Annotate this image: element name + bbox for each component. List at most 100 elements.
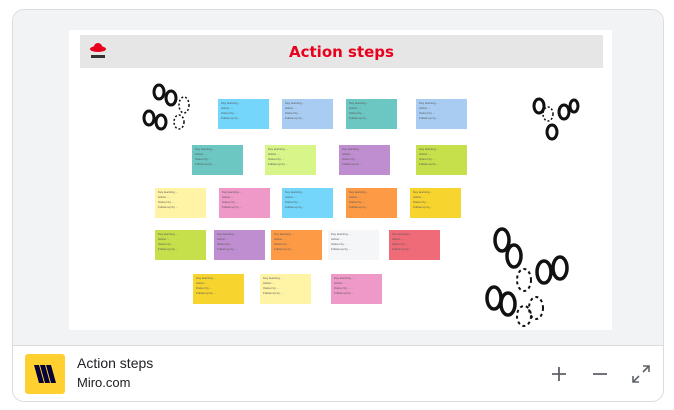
sticky-note: Key learning ...Action ...Owner by ...Fo… bbox=[410, 188, 461, 218]
sticky-note-line: Action ... bbox=[217, 237, 229, 241]
sticky-note-line: Follow up by ... bbox=[349, 116, 370, 120]
sticky-note: Key learning ...Action ...Owner by ...Fo… bbox=[155, 230, 206, 260]
sticky-note: Key learning ...Action ...Owner by ...Fo… bbox=[346, 99, 397, 129]
sticky-note: Key learning ...Action ...Owner by ...Fo… bbox=[416, 99, 467, 129]
plus-icon bbox=[552, 367, 566, 381]
sticky-note-line: Owner by ... bbox=[419, 111, 436, 115]
zoom-out-button[interactable] bbox=[586, 360, 614, 388]
sticky-note-line: Action ... bbox=[222, 195, 234, 199]
fullscreen-button[interactable] bbox=[627, 360, 655, 388]
sticky-note-line: Follow up by ... bbox=[196, 291, 217, 295]
sticky-note-line: Owner by ... bbox=[342, 157, 359, 161]
sticky-note-line: Key learning ... bbox=[419, 101, 440, 105]
sticky-note-line: Action ... bbox=[331, 237, 343, 241]
sticky-note-line: Action ... bbox=[392, 237, 404, 241]
footprints-icon bbox=[532, 97, 580, 141]
sticky-note-line: Key learning ... bbox=[274, 232, 295, 236]
sticky-note-line: Action ... bbox=[334, 281, 346, 285]
board-canvas: Action steps bbox=[69, 30, 612, 330]
sticky-note-line: Follow up by ... bbox=[419, 162, 440, 166]
sticky-note-line: Owner by ... bbox=[221, 111, 238, 115]
sticky-note-line: Key learning ... bbox=[221, 101, 242, 105]
sticky-note: Key learning ...Action ...Owner by ...Fo… bbox=[282, 188, 333, 218]
sticky-note-line: Action ... bbox=[158, 237, 170, 241]
sticky-note: Key learning ...Action ...Owner by ...Fo… bbox=[282, 99, 333, 129]
sticky-note-line: Follow up by ... bbox=[274, 247, 295, 251]
sticky-note-line: Owner by ... bbox=[285, 111, 302, 115]
board-banner: Action steps bbox=[80, 35, 603, 68]
sticky-note-line: Follow up by ... bbox=[195, 162, 216, 166]
sticky-note-line: Owner by ... bbox=[263, 286, 280, 290]
sticky-note-line: Follow up by ... bbox=[217, 247, 238, 251]
embed-footer: Action steps Miro.com bbox=[13, 345, 663, 401]
sticky-note-line: Owner by ... bbox=[413, 200, 430, 204]
sticky-note-line: Action ... bbox=[342, 152, 354, 156]
sticky-note-line: Action ... bbox=[349, 195, 361, 199]
sticky-note-line: Owner by ... bbox=[158, 200, 175, 204]
sticky-note-line: Follow up by ... bbox=[334, 291, 355, 295]
sticky-note-line: Follow up by ... bbox=[285, 205, 306, 209]
sticky-note-line: Key learning ... bbox=[285, 190, 306, 194]
sticky-note-line: Owner by ... bbox=[268, 157, 285, 161]
sticky-note-line: Follow up by ... bbox=[222, 205, 243, 209]
sticky-note-line: Key learning ... bbox=[268, 147, 289, 151]
redhat-logo bbox=[90, 43, 106, 58]
sticky-note-line: Owner by ... bbox=[285, 200, 302, 204]
sticky-note: Key learning ...Action ...Owner by ...Fo… bbox=[260, 274, 311, 304]
sticky-note-line: Key learning ... bbox=[392, 232, 413, 236]
sticky-note-line: Action ... bbox=[413, 195, 425, 199]
board-preview[interactable]: Action steps bbox=[13, 10, 663, 348]
sticky-note: Key learning ...Action ...Owner by ...Fo… bbox=[192, 145, 243, 175]
sticky-note: Key learning ...Action ...Owner by ...Fo… bbox=[155, 188, 206, 218]
sticky-note-line: Action ... bbox=[268, 152, 280, 156]
sticky-note-line: Action ... bbox=[285, 106, 297, 110]
sticky-note: Key learning ...Action ...Owner by ...Fo… bbox=[339, 145, 390, 175]
sticky-note-line: Follow up by ... bbox=[285, 116, 306, 120]
sticky-note-line: Key learning ... bbox=[158, 232, 179, 236]
zoom-in-button[interactable] bbox=[545, 360, 573, 388]
sticky-note-line: Owner by ... bbox=[331, 242, 348, 246]
sticky-note: Key learning ...Action ...Owner by ...Fo… bbox=[346, 188, 397, 218]
sticky-note-line: Action ... bbox=[274, 237, 286, 241]
sticky-note-line: Action ... bbox=[285, 195, 297, 199]
sticky-note-line: Owner by ... bbox=[349, 200, 366, 204]
minus-icon bbox=[593, 373, 607, 375]
sticky-note-line: Key learning ... bbox=[331, 232, 352, 236]
sticky-note-line: Action ... bbox=[196, 281, 208, 285]
sticky-note-line: Key learning ... bbox=[334, 276, 355, 280]
sticky-note: Key learning ...Action ...Owner by ...Fo… bbox=[328, 230, 379, 260]
sticky-note-line: Follow up by ... bbox=[392, 247, 413, 251]
sticky-note-line: Action ... bbox=[195, 152, 207, 156]
sticky-note-line: Owner by ... bbox=[274, 242, 291, 246]
sticky-note-line: Follow up by ... bbox=[342, 162, 363, 166]
miro-logo-icon[interactable] bbox=[25, 354, 65, 394]
sticky-note-line: Owner by ... bbox=[349, 111, 366, 115]
sticky-note-line: Owner by ... bbox=[195, 157, 212, 161]
embed-source[interactable]: Miro.com bbox=[77, 375, 131, 390]
sticky-note-line: Key learning ... bbox=[217, 232, 238, 236]
sticky-note-line: Action ... bbox=[419, 152, 431, 156]
sticky-note: Key learning ...Action ...Owner by ...Fo… bbox=[331, 274, 382, 304]
sticky-note-line: Follow up by ... bbox=[331, 247, 352, 251]
sticky-note-line: Key learning ... bbox=[419, 147, 440, 151]
sticky-note-line: Action ... bbox=[158, 195, 170, 199]
sticky-note-line: Owner by ... bbox=[196, 286, 213, 290]
sticky-note-line: Follow up by ... bbox=[268, 162, 289, 166]
sticky-note-line: Follow up by ... bbox=[413, 205, 434, 209]
footprints-icon bbox=[485, 227, 569, 327]
sticky-note-line: Follow up by ... bbox=[263, 291, 284, 295]
embed-card: Action steps bbox=[12, 9, 664, 402]
sticky-note-line: Follow up by ... bbox=[158, 205, 179, 209]
sticky-note-line: Key learning ... bbox=[285, 101, 306, 105]
embed-title[interactable]: Action steps bbox=[77, 355, 154, 371]
sticky-note-line: Owner by ... bbox=[222, 200, 239, 204]
sticky-note-line: Key learning ... bbox=[222, 190, 243, 194]
sticky-note: Key learning ...Action ...Owner by ...Fo… bbox=[271, 230, 322, 260]
sticky-note: Key learning ...Action ...Owner by ...Fo… bbox=[416, 145, 467, 175]
sticky-note: Key learning ...Action ...Owner by ...Fo… bbox=[219, 188, 270, 218]
sticky-note-line: Key learning ... bbox=[158, 190, 179, 194]
board-title: Action steps bbox=[289, 43, 394, 61]
sticky-note: Key learning ...Action ...Owner by ...Fo… bbox=[389, 230, 440, 260]
sticky-note-line: Action ... bbox=[419, 106, 431, 110]
sticky-note-line: Key learning ... bbox=[349, 101, 370, 105]
